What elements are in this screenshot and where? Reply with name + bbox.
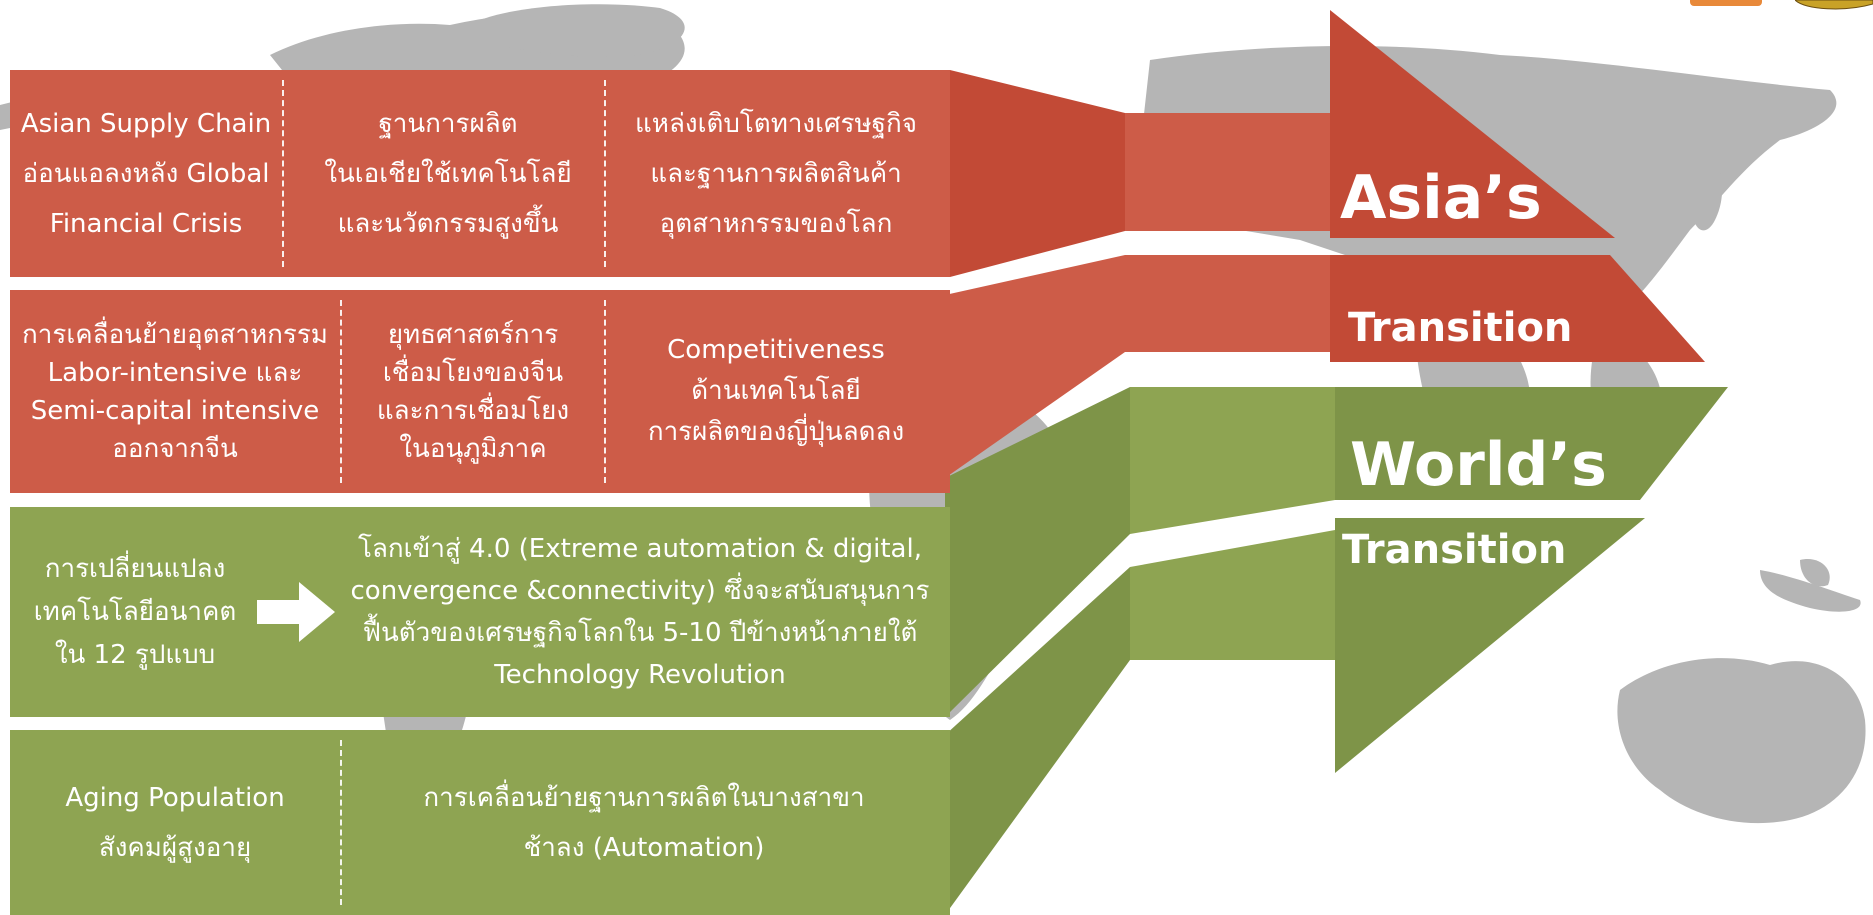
text-line: อ่อนแอลงหลัง Global [22, 158, 270, 189]
world-transition-label: Transition [1342, 527, 1567, 573]
asia-connector-top [950, 70, 1125, 277]
asia-band-upper [1125, 113, 1330, 231]
map-japan [1691, 140, 1723, 231]
asia-band-lower [1125, 255, 1330, 352]
asia-transition-label: Transition [1348, 305, 1573, 351]
text-line: ด้านเทคโนโลยี [691, 376, 861, 406]
text-line: convergence &connectivity) ซึ่งจะสนับสนุ… [350, 576, 930, 606]
text-line: การเคลื่อนย้ายอุตสาหกรรม [22, 319, 328, 350]
text-line: ออกจากจีน [112, 433, 238, 464]
map-greenland [480, 4, 685, 57]
cell-automation: การเคลื่อนย้ายฐานการผลิตในบางสาขา ช้าลง … [342, 730, 946, 915]
world-band-lower [1130, 530, 1335, 660]
world-label: World’s [1350, 430, 1607, 500]
world-arrowhead-upper [1335, 387, 1728, 500]
text-line: เทคโนโลยีอนาคต [33, 596, 237, 627]
text-line: Aging Population [65, 782, 285, 813]
text-line: ฐานการผลิต [378, 108, 518, 139]
text-line: แหล่งเติบโตทางเศรษฐกิจ [635, 108, 917, 139]
dashed-divider [604, 80, 606, 267]
text-line: อุตสาหกรรมของโลก [659, 208, 893, 239]
text-line: Asian Supply Chain [20, 108, 272, 139]
text-line: การเปลี่ยนแปลง [44, 553, 226, 584]
asia-arrowhead-upper [1330, 10, 1615, 238]
text-line: ใน 12 รูปแบบ [54, 639, 216, 670]
world-arrow [945, 387, 1728, 915]
world-connector-bottom [945, 567, 1130, 915]
right-arrow-icon [257, 582, 335, 642]
world-arrowhead-lower [1335, 518, 1645, 773]
text-line: ยุทธศาสตร์การ [387, 319, 559, 350]
asia-arrow [945, 10, 1705, 478]
cell-supply-chain: Asian Supply Chain อ่อนแอลงหลัง Global F… [10, 70, 282, 277]
asia-connector-bottom [945, 255, 1125, 478]
cell-industry-relocation: การเคลื่อนย้ายอุตสาหกรรม Labor-intensive… [10, 290, 340, 493]
text-line: และฐานการผลิตสินค้า [650, 158, 902, 189]
dashed-divider [282, 80, 284, 267]
cell-china-strategy: ยุทธศาสตร์การ เชื่อมโยงของจีน และการเชื่… [342, 290, 604, 493]
cell-future-tech: การเปลี่ยนแปลง เทคโนโลยีอนาคต ใน 12 รูปแ… [10, 507, 260, 717]
seal-logo [1795, 0, 1873, 10]
text-line: ช้าลง (Automation) [523, 832, 765, 863]
text-line: ในอนุภูมิภาค [399, 433, 547, 464]
dashed-divider [340, 300, 342, 483]
text-line: Financial Crisis [49, 208, 243, 239]
dashed-divider [340, 740, 342, 905]
cell-competitiveness: Competitiveness ด้านเทคโนโลยี การผลิตของ… [606, 290, 946, 493]
text-line: สังคมผู้สูงอายุ [98, 832, 252, 863]
map-nz [1800, 559, 1830, 587]
text-line: และนวัตกรรมสูงขึ้น [337, 208, 559, 239]
text-line: Labor-intensive และ [47, 357, 303, 388]
asia-label: Asia’s [1340, 163, 1542, 233]
text-line: การผลิตของญี่ปุ่นลดลง [647, 417, 905, 447]
row-world-1: การเปลี่ยนแปลง เทคโนโลยีอนาคต ใน 12 รูปแ… [10, 507, 950, 717]
cell-aging-population: Aging Population สังคมผู้สูงอายุ [10, 730, 340, 915]
text-line: Semi-capital intensive [30, 395, 320, 426]
map-australia [1617, 658, 1866, 824]
text-line: ฟื้นตัวของเศรษฐกิจโลกใน 5-10 ปีข้างหน้าภ… [362, 618, 918, 648]
dashed-divider [604, 300, 606, 483]
text-line: เชื่อมโยงของจีน [382, 357, 564, 388]
cell-world-4-0: โลกเข้าสู่ 4.0 (Extreme automation & dig… [335, 507, 945, 717]
cell-growth-source: แหล่งเติบโตทางเศรษฐกิจ และฐานการผลิตสินค… [606, 70, 946, 277]
text-line: โลกเข้าสู่ 4.0 (Extreme automation & dig… [358, 534, 922, 564]
text-line: การเคลื่อนย้ายฐานการผลิตในบางสาขา [423, 782, 865, 813]
text-line: Technology Revolution [494, 660, 786, 690]
text-line: Competitiveness [667, 335, 885, 365]
world-connector-top [945, 387, 1130, 717]
logo-mark-orange [1690, 0, 1762, 6]
row-asia-2: การเคลื่อนย้ายอุตสาหกรรม Labor-intensive… [10, 290, 950, 493]
text-line: ในเอเชียใช้เทคโนโลยี [324, 158, 572, 189]
map-indonesia [1760, 570, 1861, 612]
world-band-upper [1130, 387, 1335, 534]
text-line: และการเชื่อมโยง [376, 395, 570, 426]
row-asia-1: Asian Supply Chain อ่อนแอลงหลัง Global F… [10, 70, 950, 277]
asia-arrowhead-lower [1330, 255, 1705, 362]
cell-production-base: ฐานการผลิต ในเอเชียใช้เทคโนโลยี และนวัตก… [284, 70, 612, 277]
row-world-2: Aging Population สังคมผู้สูงอายุ การเคลื… [10, 730, 950, 915]
